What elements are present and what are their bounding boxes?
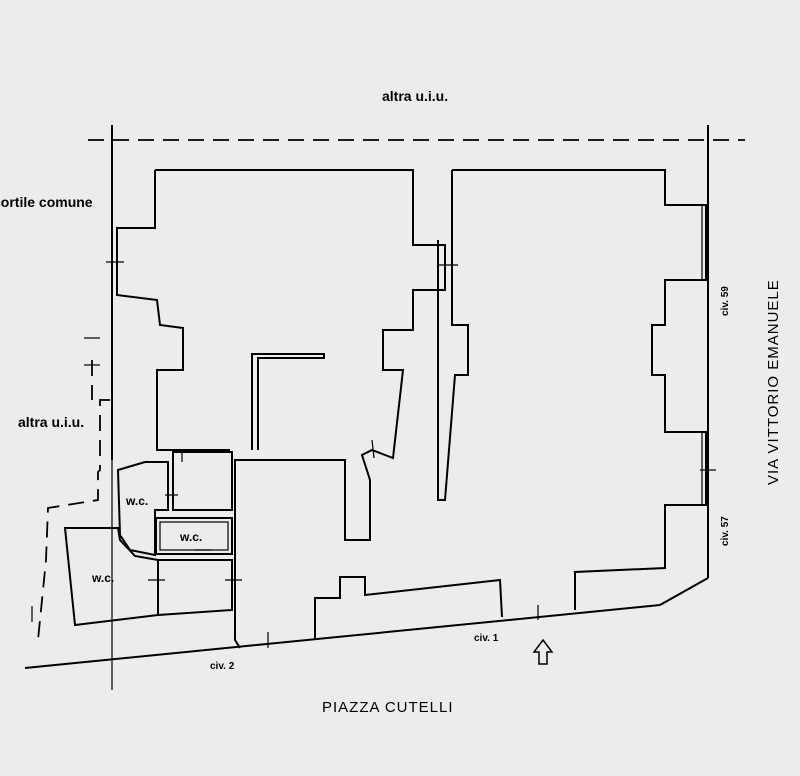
south-shop-walls [314,576,503,640]
boundary-dashed [37,139,745,641]
left-unit-walls [116,169,446,649]
label-civ-2: civ. 2 [210,661,235,672]
label-civ-57: civ. 57 [720,516,731,546]
label-cortile-comune: cortile comune [0,194,93,210]
label-north: altra u.i.u. [382,88,448,104]
door-markers [31,205,716,648]
label-wc-2: w.c. [179,530,202,544]
interior-partition [251,353,325,450]
wc-rooms [63,451,233,627]
label-civ-1: civ. 1 [474,633,499,644]
label-wc-1: w.c. [125,494,148,508]
label-civ-59: civ. 59 [720,286,731,316]
entrance-arrow-icon [532,638,554,665]
street-via-vittorio-emanuele: VIA VITTORIO EMANUELE [765,279,782,485]
street-piazza-cutelli: PIAZZA CUTELLI [322,699,454,716]
outer-walls [24,125,709,690]
label-altra-uiu-west: altra u.i.u. [18,414,84,430]
label-wc-3: w.c. [91,571,114,585]
right-unit-walls [437,169,707,610]
